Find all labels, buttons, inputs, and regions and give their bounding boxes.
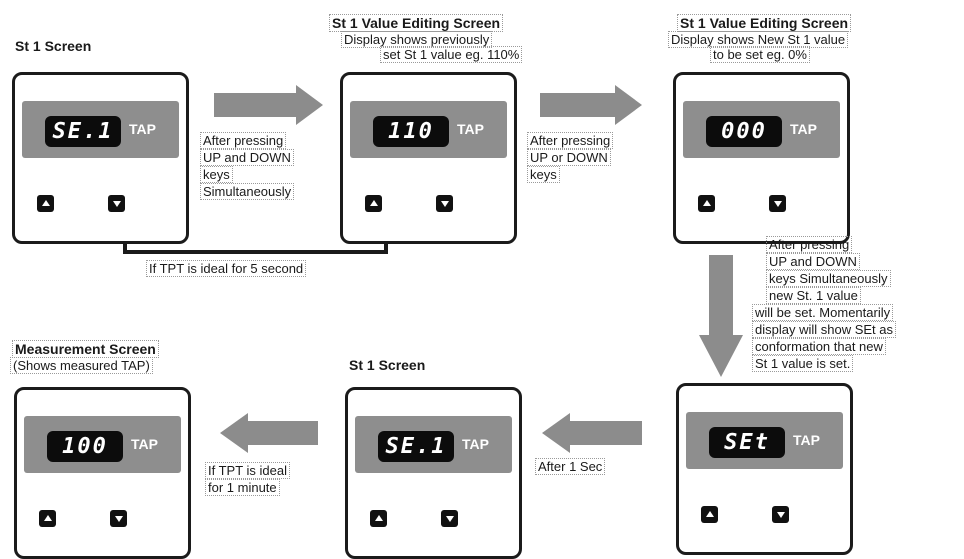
seven-segment-display: 000 [706, 116, 782, 147]
screen-5-title: St 1 Screen [349, 357, 426, 373]
down-key-icon[interactable] [110, 510, 127, 527]
device-screen-2: 110 TAP [340, 72, 517, 244]
screen-1-title: St 1 Screen [15, 38, 92, 54]
screen-3-subtitle-line-1: Display shows New St 1 value [668, 31, 849, 48]
note-line: After 1 Sec [535, 458, 606, 475]
note-line: display will show SEt as [752, 321, 896, 338]
seven-segment-display: SE.1 [378, 431, 454, 462]
note-line: After pressing [527, 132, 614, 149]
display-panel: SEt TAP [686, 412, 843, 469]
back-loop-note: If TPT is ideal for 5 second [146, 260, 307, 277]
note-line: After pressing [200, 132, 287, 149]
display-panel: SE.1 TAP [355, 416, 512, 473]
up-key-icon[interactable] [701, 506, 718, 523]
transition-note-1: After pressing UP and DOWN keys Simultan… [200, 132, 295, 200]
screen-6-subtitle: (Shows measured TAP) [10, 357, 153, 374]
screen-3-subtitle-line-2: to be set eg. 0% [710, 46, 810, 63]
note-line: St 1 value is set. [752, 355, 854, 372]
unit-label: TAP [793, 432, 820, 448]
seven-segment-display: 100 [47, 431, 123, 462]
unit-label: TAP [457, 121, 484, 137]
up-key-icon[interactable] [37, 195, 54, 212]
device-screen-5: SE.1 TAP [345, 387, 522, 559]
note-line: UP and DOWN [200, 149, 294, 166]
screen-2-subtitle-line-1: Display shows previously [341, 31, 493, 48]
screen-2-subtitle-line-2: set St 1 value eg. 110% [380, 46, 523, 63]
display-panel: SE.1 TAP [22, 101, 179, 158]
note-line: If TPT is ideal [205, 462, 290, 479]
unit-label: TAP [790, 121, 817, 137]
up-key-icon[interactable] [39, 510, 56, 527]
display-panel: 100 TAP [24, 416, 181, 473]
device-screen-set: SEt TAP [676, 383, 853, 555]
down-key-icon[interactable] [769, 195, 786, 212]
note-line: Simultaneously [200, 183, 295, 200]
down-key-icon[interactable] [108, 195, 125, 212]
arrow-right-1 [214, 85, 323, 125]
note-line: If TPT is ideal for 5 second [146, 260, 307, 277]
transition-note-5: If TPT is ideal for 1 minute [205, 462, 290, 496]
up-key-icon[interactable] [370, 510, 387, 527]
display-panel: 000 TAP [683, 101, 840, 158]
arrow-left-2 [220, 413, 318, 453]
note-line: for 1 minute [205, 479, 280, 496]
down-key-icon[interactable] [436, 195, 453, 212]
transition-note-3: After pressing UP and DOWN keys Simultan… [752, 236, 896, 372]
device-screen-1: SE.1 TAP [12, 72, 189, 244]
screen-2-title: St 1 Value Editing Screen [329, 14, 504, 32]
note-line: After pressing [766, 236, 853, 253]
transition-note-4: After 1 Sec [535, 458, 606, 475]
note-line: will be set. Momentarily [752, 304, 894, 321]
display-panel: 110 TAP [350, 101, 507, 158]
note-line: UP and DOWN [766, 253, 860, 270]
seven-segment-display: 110 [373, 116, 449, 147]
unit-label: TAP [131, 436, 158, 452]
note-line: keys Simultaneously [766, 270, 891, 287]
arrow-down [699, 255, 743, 377]
note-line: new St. 1 value [766, 287, 861, 304]
arrow-right-2 [540, 85, 642, 125]
transition-note-2: After pressing UP or DOWN keys [527, 132, 614, 183]
note-line: conformation that new [752, 338, 886, 355]
unit-label: TAP [462, 436, 489, 452]
note-line: UP or DOWN [527, 149, 611, 166]
device-screen-3: 000 TAP [673, 72, 850, 244]
flow-arrows [116, 85, 743, 453]
down-key-icon[interactable] [772, 506, 789, 523]
screen-3-title: St 1 Value Editing Screen [677, 14, 852, 32]
screen-6-title: Measurement Screen [12, 340, 159, 358]
unit-label: TAP [129, 121, 156, 137]
down-key-icon[interactable] [441, 510, 458, 527]
seven-segment-display: SEt [709, 427, 785, 458]
up-key-icon[interactable] [365, 195, 382, 212]
up-key-icon[interactable] [698, 195, 715, 212]
note-line: keys [200, 166, 233, 183]
seven-segment-display: SE.1 [45, 116, 121, 147]
note-line: keys [527, 166, 560, 183]
device-screen-6: 100 TAP [14, 387, 191, 559]
arrow-left-1 [542, 413, 642, 453]
